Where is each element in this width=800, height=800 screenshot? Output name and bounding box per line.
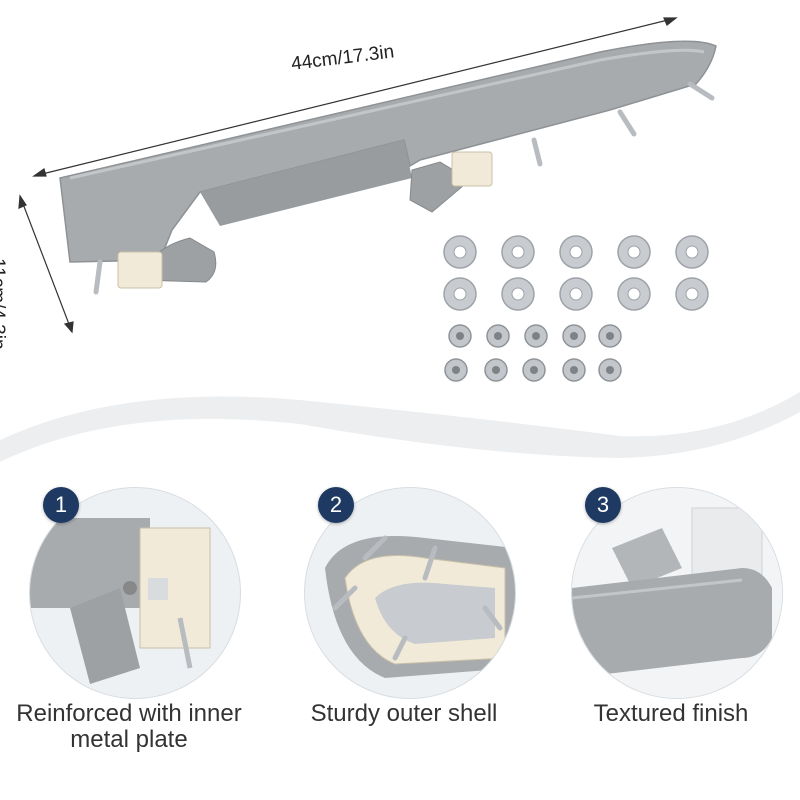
feature-3-image: 3 [571,487,783,699]
feature-1-badge: 1 [43,487,79,523]
feature-1-illustration [30,518,211,684]
width-dimension-arrow [32,17,678,177]
product-illustration [0,17,800,462]
feature-3-illustration [572,488,782,698]
feature-3-caption: Textured finish [593,700,749,727]
armrest-part [59,40,717,295]
feature-reinforced: 1 Reinforced with inner metal plate [4,487,254,797]
feature-3-badge: 3 [585,487,621,523]
height-dimension-label: 11cm/4.3in [0,258,8,350]
feature-sturdy-shell: 2 Sturdy outer shell [279,487,529,797]
feature-1-caption: Reinforced with inner metal plate [16,700,242,753]
feature-2-circle [304,487,516,699]
height-dimension-arrow [18,194,74,334]
hardware-washer-holes [453,245,699,301]
feature-2-image: 2 [304,487,516,699]
feature-2-badge: 2 [318,487,354,523]
feature-1-image: 1 [29,487,241,699]
divider-swoosh [0,392,800,462]
hardware-nut-holes [452,332,614,374]
feature-textured-finish: 3 Textured finish [546,487,796,797]
feature-2-illustration [325,535,515,678]
feature-1-circle [29,487,241,699]
feature-2-caption: Sturdy outer shell [310,700,498,727]
